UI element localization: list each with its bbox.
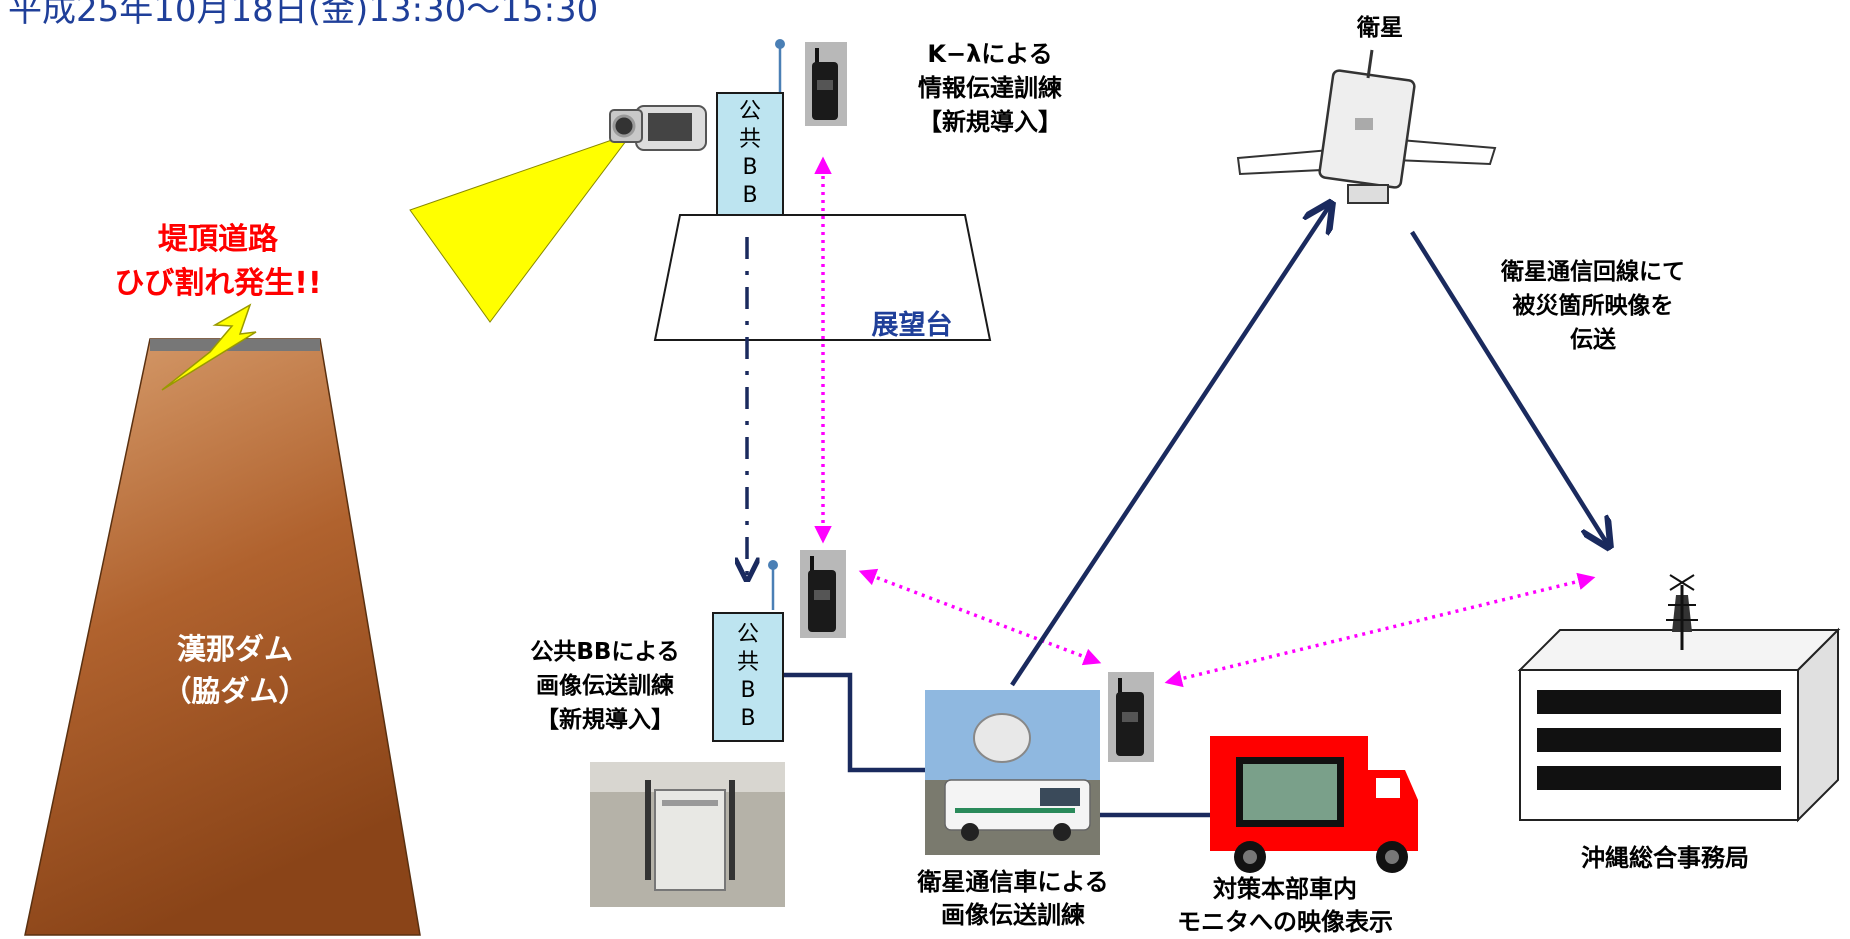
video-camera-icon — [609, 105, 707, 151]
camera-view-beam — [409, 131, 634, 323]
bb-box-bottom: 公 共 B B — [712, 612, 784, 742]
dam-label: 漢那ダム （脇ダム） — [120, 628, 350, 712]
hq-truck-line1: 対策本部車内 — [1213, 875, 1357, 903]
bb-training-line1: 公共BBによる — [530, 639, 680, 665]
hq-truck-icon — [1210, 736, 1418, 873]
satellite-link-line1: 衛星通信回線にて — [1501, 259, 1685, 285]
okinawa-office-label: 沖縄総合事務局 — [1581, 844, 1749, 872]
sat-vehicle-line2: 画像伝送訓練 — [941, 901, 1085, 929]
office-building-icon — [1517, 627, 1841, 823]
radio-handset-icon — [1108, 672, 1154, 762]
satellite-link-line3: 伝送 — [1570, 327, 1616, 353]
observation-deck-label: 展望台 — [871, 310, 953, 341]
satellite-label: 衛星 — [1357, 15, 1403, 41]
uplink-arrow — [1010, 205, 1330, 687]
bb-box-char: 公 — [736, 622, 759, 647]
bb-box-char: 共 — [736, 650, 759, 675]
bb-bottom-antenna — [768, 560, 778, 610]
bb-training-label: 公共BBによる 画像伝送訓練 【新規導入】 — [500, 635, 710, 737]
hq-truck-line2: モニタへの映像表示 — [1177, 908, 1393, 936]
bb-box-top: 公 共 B B — [716, 92, 784, 216]
hq-truck-label: 対策本部車内 モニタへの映像表示 — [1160, 873, 1410, 939]
radio-training-line1: K−λによる — [927, 40, 1053, 68]
satellite-icon — [1236, 49, 1497, 204]
bb-box-char: 公 — [738, 99, 761, 124]
date-header: 平成25年10月18日(金)13:30〜15:30 — [8, 0, 599, 30]
bb-backpack-photo — [590, 762, 785, 907]
radio-training-label: K−λによる 情報伝達訓練 【新規導入】 — [875, 37, 1105, 139]
bb-box-char: B — [742, 155, 758, 180]
crack-lightning-icon — [161, 303, 257, 391]
sat-vehicle-label: 衛星通信車による 画像伝送訓練 — [888, 866, 1138, 932]
dam-subname: （脇ダム） — [162, 674, 308, 708]
radio-training-line3: 【新規導入】 — [918, 108, 1062, 136]
radio-training-line2: 情報伝達訓練 — [918, 74, 1062, 102]
radio-handset-icon — [800, 550, 846, 638]
bb-vehicle-cable — [784, 672, 925, 773]
sat-vehicle-line1: 衛星通信車による — [917, 868, 1109, 896]
crack-alert-line2: ひび割れ発生!! — [114, 266, 322, 301]
radio-link-diagonal-arrow — [858, 568, 1102, 666]
crack-alert-line1: 堤頂道路 — [158, 222, 278, 257]
radio-link-office-arrow — [1164, 572, 1596, 688]
bb-box-char: B — [740, 706, 756, 731]
downlink-arrow — [1410, 230, 1608, 545]
satellite-vehicle-photo — [925, 690, 1100, 855]
satellite-link-label: 衛星通信回線にて 被災箇所映像を 伝送 — [1478, 255, 1708, 357]
bb-training-line3: 【新規導入】 — [536, 707, 674, 733]
bb-box-char: 共 — [738, 127, 761, 152]
crack-alert-label: 堤頂道路 ひび割れ発生!! — [88, 218, 348, 306]
satellite-link-line2: 被災箇所映像を — [1512, 293, 1674, 319]
radio-handset-icon — [805, 42, 847, 126]
bb-box-char: B — [742, 183, 758, 208]
antenna-tower-icon — [1666, 574, 1698, 650]
bb-training-line2: 画像伝送訓練 — [536, 673, 674, 699]
dam-name: 漢那ダム — [176, 632, 293, 666]
bb-top-antenna — [775, 39, 785, 92]
dam-shape — [24, 338, 421, 936]
bb-box-char: B — [740, 678, 756, 703]
